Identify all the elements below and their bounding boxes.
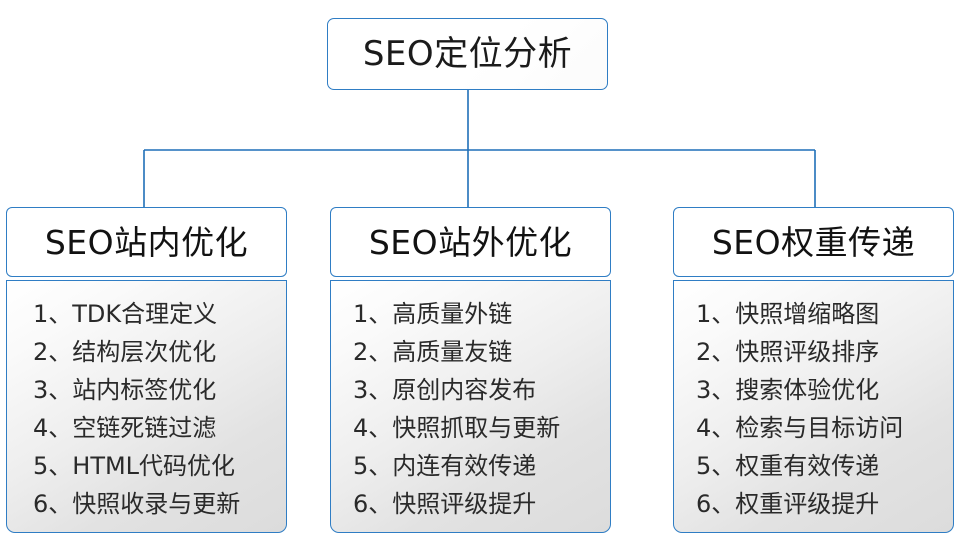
list-item: 3、站内标签优化 (33, 376, 217, 404)
list-item: 1、快照增缩略图 (696, 300, 880, 328)
branch-list-1: 1、TDK合理定义 2、结构层次优化 3、站内标签优化 4、空链死链过滤 5、H… (6, 280, 287, 533)
root-node-title: SEO定位分析 (362, 34, 573, 74)
branch-header-1[interactable]: SEO站内优化 (6, 207, 287, 277)
list-item: 2、高质量友链 (353, 338, 513, 366)
root-node[interactable]: SEO定位分析 (327, 18, 608, 90)
list-item: 4、空链死链过滤 (33, 414, 217, 442)
list-item: 5、HTML代码优化 (33, 452, 236, 480)
branch-header-3-title: SEO权重传递 (711, 222, 916, 262)
list-item: 3、搜索体验优化 (696, 376, 880, 404)
list-item: 5、内连有效传递 (353, 452, 537, 480)
list-item: 2、结构层次优化 (33, 338, 217, 366)
branch-column-1: SEO站内优化 1、TDK合理定义 2、结构层次优化 3、站内标签优化 4、空链… (6, 207, 287, 533)
list-item: 6、权重评级提升 (696, 490, 880, 518)
branch-column-3: SEO权重传递 1、快照增缩略图 2、快照评级排序 3、搜索体验优化 4、检索与… (673, 207, 954, 533)
branch-list-3: 1、快照增缩略图 2、快照评级排序 3、搜索体验优化 4、检索与目标访问 5、权… (673, 280, 954, 533)
branch-header-2-title: SEO站外优化 (368, 222, 573, 262)
list-item: 5、权重有效传递 (696, 452, 880, 480)
list-item: 6、快照评级提升 (353, 490, 537, 518)
branch-list-2: 1、高质量外链 2、高质量友链 3、原创内容发布 4、快照抓取与更新 5、内连有… (330, 280, 611, 533)
branch-column-2: SEO站外优化 1、高质量外链 2、高质量友链 3、原创内容发布 4、快照抓取与… (330, 207, 611, 533)
branch-header-3[interactable]: SEO权重传递 (673, 207, 954, 277)
branch-header-1-title: SEO站内优化 (44, 222, 249, 262)
list-item: 6、快照收录与更新 (33, 490, 241, 518)
branch-header-2[interactable]: SEO站外优化 (330, 207, 611, 277)
list-item: 4、检索与目标访问 (696, 414, 904, 442)
list-item: 1、高质量外链 (353, 300, 513, 328)
list-item: 3、原创内容发布 (353, 376, 537, 404)
list-item: 4、快照抓取与更新 (353, 414, 561, 442)
list-item: 1、TDK合理定义 (33, 300, 218, 328)
list-item: 2、快照评级排序 (696, 338, 880, 366)
